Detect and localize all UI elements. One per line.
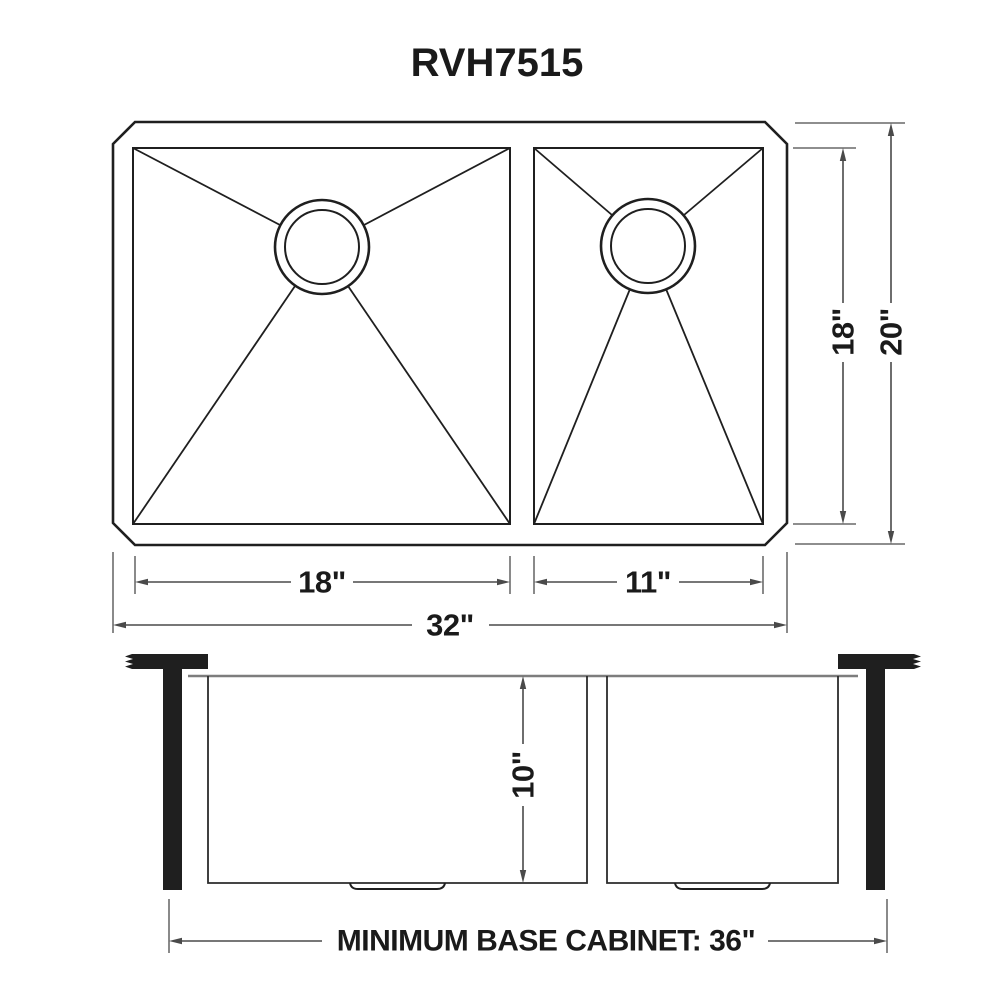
countertop-left [125, 654, 208, 669]
page-title: RVH7515 [411, 41, 584, 85]
left-bowl [132, 147, 511, 525]
left-drain-icon [273, 198, 371, 296]
left-drain-flange [349, 882, 446, 890]
bowl-depth-front-back-label: 18" [826, 308, 861, 356]
arrowhead [113, 621, 126, 629]
bowl-slope-lines [132, 147, 764, 525]
overall-depth-label: 20" [874, 308, 909, 356]
right-bowl-section [606, 676, 839, 884]
arrowhead [519, 676, 527, 689]
top-view-dimensions: 18" 20" 18" 11 [112, 122, 909, 643]
bowl-depth-label: 10" [506, 751, 541, 799]
dim-left-bowl-width: 18" [135, 565, 510, 600]
arrowhead [839, 148, 847, 161]
arrowhead [135, 578, 148, 586]
dim-right-bowl-width: 11" [534, 565, 763, 600]
arrowhead [887, 123, 895, 136]
side-view-dimensions: 10" MINIMUM BASE CABINET: 36" [168, 676, 888, 958]
right-bowl [533, 147, 764, 525]
right-bowl-width-label: 11" [625, 565, 671, 600]
arrowhead [497, 578, 510, 586]
dim-overall-width: 32" [113, 608, 787, 643]
arrowhead [169, 937, 182, 945]
left-bowl-width-label: 18" [298, 565, 346, 600]
countertop-right [838, 654, 921, 669]
dim-overall-front-to-back: 20" [874, 123, 909, 544]
arrowhead [839, 511, 847, 524]
arrowhead [887, 531, 895, 544]
right-drain-icon [599, 197, 697, 295]
sink-outer-rim [111, 120, 789, 547]
dim-bowl-front-to-back: 18" [826, 148, 861, 524]
arrowhead [774, 621, 787, 629]
left-bowl-section [207, 676, 588, 884]
arrowhead [874, 937, 887, 945]
right-drain-flange [674, 882, 771, 890]
base-cabinet-label: MINIMUM BASE CABINET: 36" [337, 925, 755, 958]
arrowhead [750, 578, 763, 586]
dim-bowl-depth: 10" [506, 676, 541, 883]
cabinet-wall-left [163, 669, 182, 890]
cabinet-wall-right [866, 669, 885, 890]
arrowhead [534, 578, 547, 586]
dim-base-cabinet: MINIMUM BASE CABINET: 36" [168, 899, 888, 958]
sink-top-view [111, 120, 789, 547]
arrowhead [519, 870, 527, 883]
overall-width-label: 32" [426, 608, 474, 643]
